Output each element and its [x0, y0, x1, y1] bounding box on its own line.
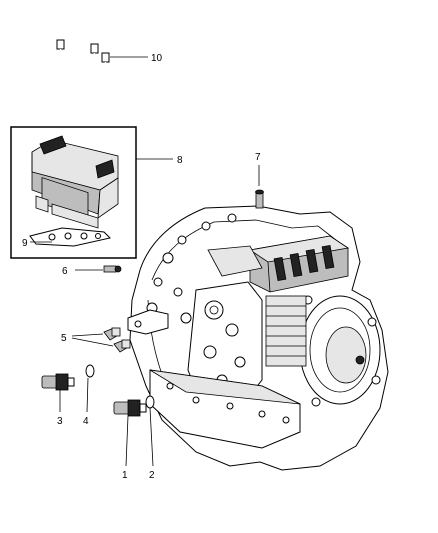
callout-8: 8: [177, 155, 183, 166]
callout-9: 9: [22, 238, 28, 249]
bolt-3: [101, 52, 110, 112]
o-ring-2: [145, 395, 155, 467]
transaxle-assembly: [127, 189, 389, 471]
mount-bracket: [127, 309, 169, 335]
callout-4: 4: [83, 416, 89, 427]
callout-5: 5: [61, 333, 67, 344]
valve-body: [207, 235, 350, 293]
callout-7: 7: [255, 152, 261, 163]
bolt-group-10: [56, 39, 148, 112]
module-box: [10, 126, 137, 259]
speed-sensor-3: [41, 373, 75, 412]
transmission-control-module: [31, 135, 119, 229]
bolt-2: [90, 43, 99, 104]
callout-6: 6: [62, 266, 68, 277]
speed-sensor-1: [113, 399, 147, 467]
o-ring-4: [85, 364, 95, 413]
sensor-6: [75, 265, 122, 273]
pressure-switches-5: [71, 327, 131, 353]
pressure-switch-b: [113, 339, 131, 353]
case-body: [187, 281, 263, 401]
callout-3: 3: [57, 416, 63, 427]
pressure-switch-a: [103, 327, 121, 341]
callout-1: 1: [122, 470, 128, 481]
oil-pan: [149, 369, 301, 449]
bolt-1: [56, 39, 65, 100]
callout-2: 2: [149, 470, 155, 481]
vent-tube: [255, 189, 264, 209]
callout-10: 10: [151, 53, 163, 64]
gasket: [29, 227, 111, 247]
callouts: 1 2 3 4 5 6 7 8 9 10: [22, 53, 261, 481]
module-frame: [10, 126, 137, 259]
side-cover: [299, 295, 381, 407]
clutch-drum: [265, 295, 307, 367]
